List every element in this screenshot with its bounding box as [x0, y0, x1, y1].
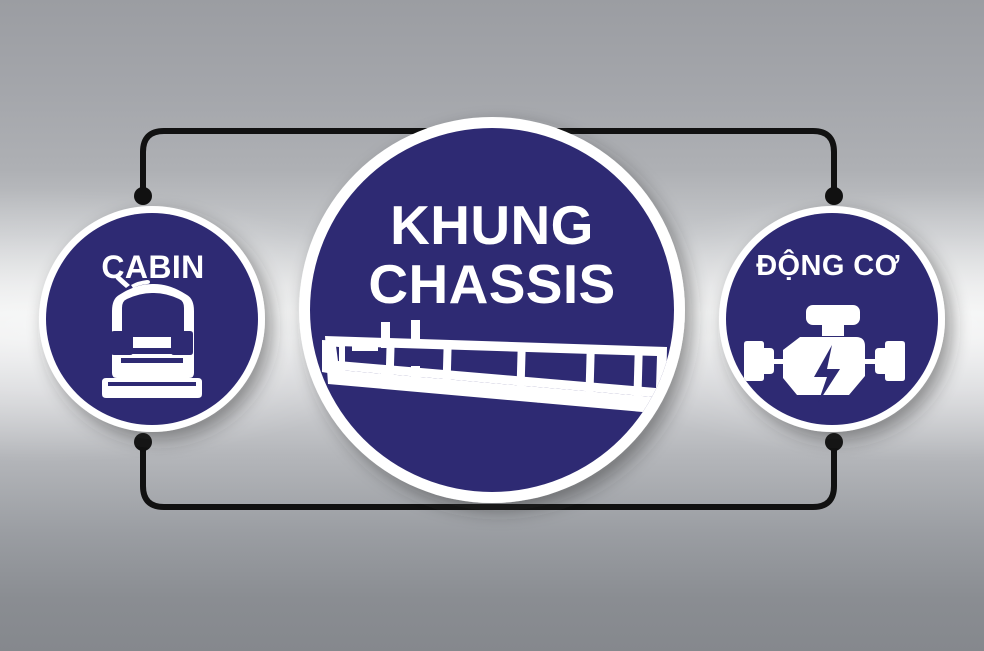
node-chassis-label: KHUNG CHASSIS — [287, 194, 697, 316]
node-engine-label: ĐỘNG CƠ — [756, 250, 900, 282]
node-cabin-label: CABIN — [101, 249, 205, 285]
node-chassis-label-line2: CHASSIS — [368, 253, 616, 316]
node-chassis-label-line1: KHUNG — [390, 194, 594, 256]
